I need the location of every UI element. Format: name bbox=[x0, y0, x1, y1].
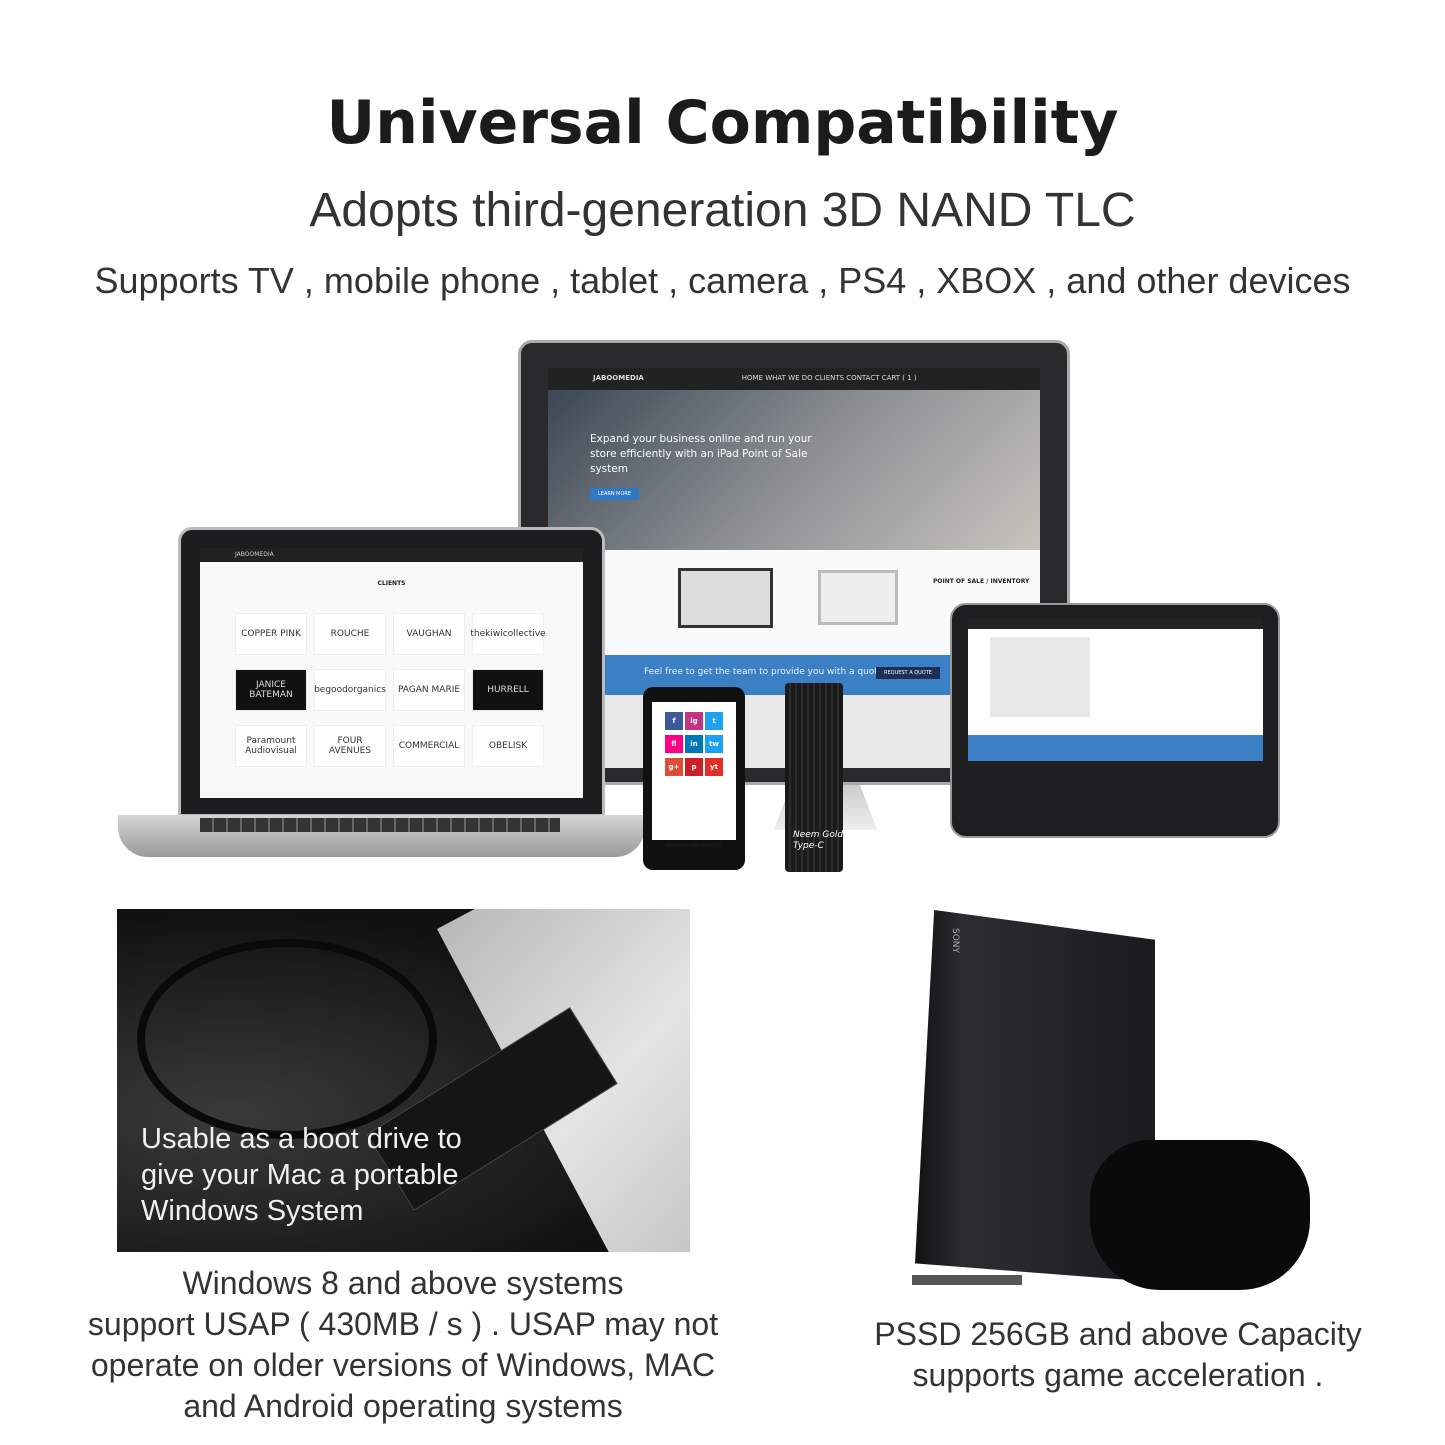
footer-left-line: and Android operating systems bbox=[183, 1388, 623, 1424]
subtitle: Adopts third-generation 3D NAND TLC bbox=[309, 184, 1136, 237]
learn-more-button: LEARN MORE bbox=[590, 488, 640, 500]
footer-left-line: support USAP ( 430MB / s ) . USAP may no… bbox=[87, 1306, 719, 1342]
hero-text: Expand your business online and run your… bbox=[590, 433, 812, 475]
laptop-image bbox=[678, 568, 773, 628]
client-logo: Paramount Audiovisual bbox=[235, 725, 307, 767]
social-icon: in bbox=[685, 735, 703, 753]
phone-caption: REPORTING AND ANALYTICS bbox=[666, 843, 722, 848]
page-title: Universal Compatibility bbox=[326, 88, 1119, 158]
client-logo: OBELISK bbox=[472, 725, 544, 767]
client-logo: COMMERCIAL bbox=[393, 725, 465, 767]
photo-overlay-text: Usable as a boot drive to give your Mac … bbox=[141, 1123, 462, 1227]
clients-heading: CLIENTS bbox=[377, 580, 406, 587]
request-quote-button: REQUEST A QUOTE bbox=[876, 667, 940, 679]
tablet-screen bbox=[968, 617, 1263, 824]
footer-left: Windows 8 and above systems support USAP… bbox=[80, 1263, 726, 1427]
client-logo: begoodorganics bbox=[314, 669, 386, 711]
client-logo: thekiwicollective bbox=[470, 613, 546, 655]
client-logo: JANICE BATEMAN bbox=[235, 669, 307, 711]
social-icon: ig bbox=[685, 712, 703, 730]
console-stand bbox=[912, 1275, 1022, 1285]
console-brand: SONY bbox=[950, 928, 960, 954]
ssd-drive bbox=[785, 683, 843, 872]
social-icon: yt bbox=[705, 758, 723, 776]
monitor-nav: JABOOMEDIA HOME WHAT WE DO CLIENTS CONTA… bbox=[548, 368, 1040, 390]
client-logo: COPPER PINK bbox=[235, 613, 307, 655]
section-title: POINT OF SALE / INVENTORY bbox=[933, 578, 1030, 585]
client-logo: FOUR AVENUES bbox=[314, 725, 386, 767]
laptop-nav: JABOOMEDIA bbox=[200, 548, 583, 562]
client-logo: PAGAN MARIE bbox=[393, 669, 465, 711]
mac-boot-photo: Usable as a boot drive to give your Mac … bbox=[117, 909, 690, 1252]
brand: JABOOMEDIA bbox=[593, 374, 644, 382]
social-icon: fl bbox=[665, 735, 683, 753]
social-icon: f bbox=[665, 712, 683, 730]
footer-right: PSSD 256GB and above Capacity supports g… bbox=[860, 1314, 1376, 1396]
social-icon: tw bbox=[705, 735, 723, 753]
ssd-port: Type-C bbox=[793, 841, 824, 851]
footer-right-line: supports game acceleration . bbox=[912, 1357, 1324, 1393]
footer-left-line: Windows 8 and above systems bbox=[182, 1265, 624, 1301]
ssd-brand: Neem Gold bbox=[793, 830, 844, 840]
client-logo: ROUCHE bbox=[314, 613, 386, 655]
cta-text: Feel free to get the team to provide you… bbox=[644, 667, 884, 677]
social-icon: g+ bbox=[665, 758, 683, 776]
footer-left-line: operate on older versions of Windows, MA… bbox=[90, 1347, 716, 1383]
client-logo: VAUGHAN bbox=[393, 613, 465, 655]
usb-cable bbox=[137, 939, 437, 1139]
social-icon: p bbox=[685, 758, 703, 776]
ipad-image bbox=[818, 570, 898, 625]
supports-line: Supports TV , mobile phone , tablet , ca… bbox=[94, 260, 1351, 301]
game-controller bbox=[1090, 1140, 1310, 1290]
keyboard bbox=[200, 818, 560, 832]
hero: Expand your business online and run your… bbox=[548, 390, 1040, 550]
footer-right-line: PSSD 256GB and above Capacity bbox=[874, 1316, 1362, 1352]
client-logo: HURRELL bbox=[472, 669, 544, 711]
social-icon: t bbox=[705, 712, 723, 730]
nav-links: HOME WHAT WE DO CLIENTS CONTACT CART ( 1… bbox=[741, 374, 917, 382]
